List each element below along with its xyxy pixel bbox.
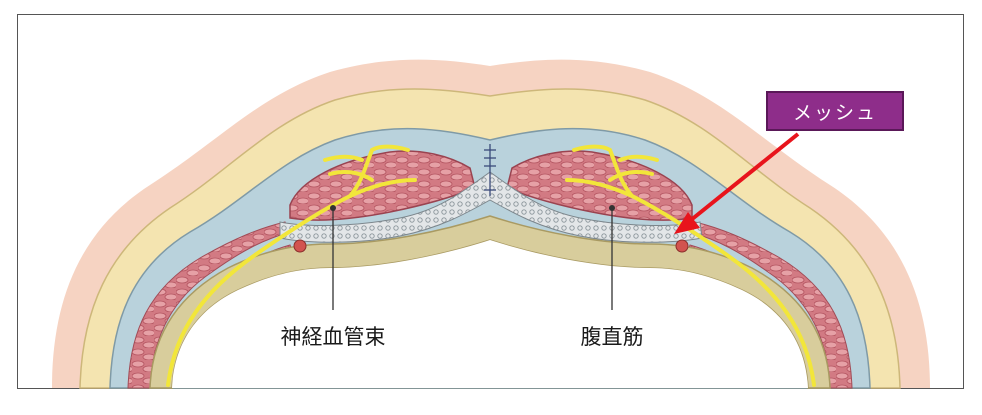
vessel-right bbox=[675, 239, 689, 253]
nerve-right bbox=[565, 144, 816, 387]
midline-suture bbox=[484, 144, 496, 196]
marker-dot-right bbox=[609, 205, 615, 211]
mesh-arrow-shaft bbox=[684, 132, 800, 226]
peritoneum-layer bbox=[149, 215, 831, 389]
marker-dot-left bbox=[330, 205, 336, 211]
mesh-callout-label: メッシュ bbox=[766, 91, 904, 131]
nerve-left bbox=[166, 144, 417, 387]
abdominal-cavity bbox=[172, 240, 808, 388]
mesh-layer bbox=[279, 171, 703, 243]
label-neurovascular-bundle: 神経血管束 bbox=[281, 325, 386, 349]
vessel-left bbox=[293, 239, 307, 253]
label-rectus-muscle: 腹直筋 bbox=[581, 325, 644, 349]
mesh-arrow-head bbox=[674, 212, 700, 234]
